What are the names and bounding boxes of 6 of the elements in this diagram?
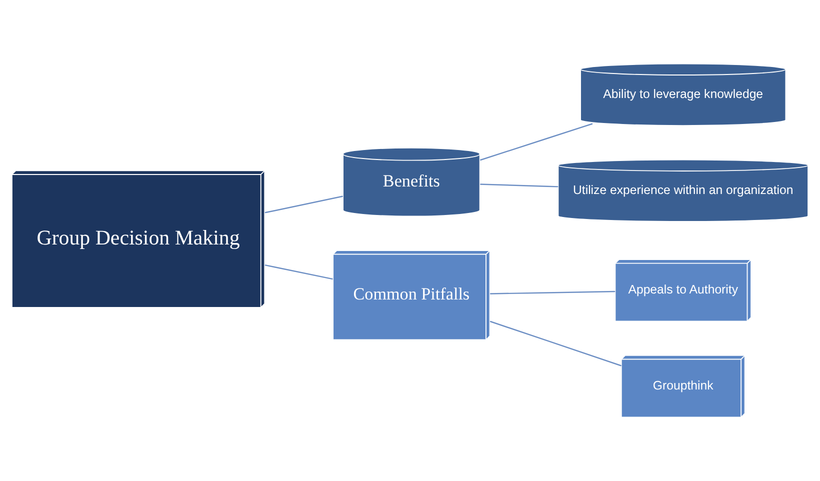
- connector: [490, 290, 616, 294]
- connector: [490, 320, 622, 366]
- connector: [264, 196, 344, 214]
- connector: [264, 264, 333, 280]
- connector: [480, 184, 558, 188]
- connector: [480, 123, 593, 161]
